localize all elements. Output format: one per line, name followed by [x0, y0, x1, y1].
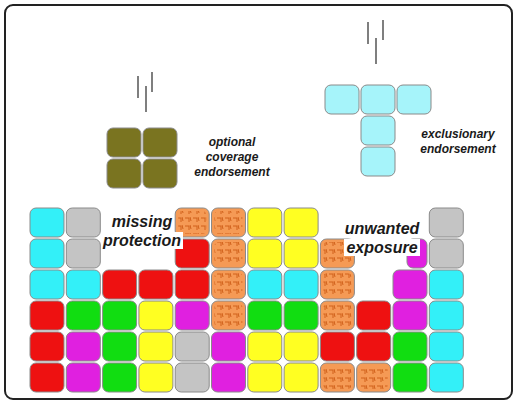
block-texture	[178, 211, 206, 234]
block	[248, 301, 282, 330]
label-text: unwanted exposure	[343, 220, 422, 256]
block	[361, 85, 395, 114]
block	[248, 332, 282, 361]
block	[175, 332, 209, 361]
block	[212, 301, 246, 330]
block	[248, 270, 282, 299]
optional-endorsement-label: optional coverage endorsement	[184, 135, 280, 180]
block	[103, 301, 137, 330]
block	[429, 239, 463, 268]
block	[139, 363, 173, 392]
block	[361, 147, 395, 176]
block-texture	[215, 242, 243, 265]
block	[361, 116, 395, 145]
block	[66, 363, 100, 392]
block	[143, 159, 177, 188]
block-texture	[215, 273, 243, 296]
frame	[5, 5, 512, 399]
block	[393, 332, 427, 361]
block	[357, 332, 391, 361]
block	[320, 301, 354, 330]
block	[175, 270, 209, 299]
unwanted-exposure-label: unwanted exposure	[334, 219, 430, 257]
block	[175, 301, 209, 330]
block	[397, 85, 431, 114]
block	[175, 363, 209, 392]
block	[30, 363, 64, 392]
block-texture	[323, 366, 351, 389]
exclusionary-endorsement-label: exclusionary endorsement	[408, 127, 508, 157]
block	[66, 270, 100, 299]
block	[248, 239, 282, 268]
block-texture	[215, 211, 243, 234]
block	[66, 239, 100, 268]
block	[30, 270, 64, 299]
block	[103, 332, 137, 361]
block	[30, 239, 64, 268]
block	[284, 363, 318, 392]
block-texture	[215, 304, 243, 327]
block	[284, 332, 318, 361]
block-texture	[323, 273, 351, 296]
block	[429, 332, 463, 361]
block	[248, 208, 282, 237]
block	[30, 332, 64, 361]
block	[284, 208, 318, 237]
block	[212, 270, 246, 299]
block	[66, 301, 100, 330]
block-grid	[30, 85, 463, 392]
block-texture	[323, 304, 351, 327]
block	[139, 332, 173, 361]
block	[30, 208, 64, 237]
block	[284, 239, 318, 268]
block	[212, 332, 246, 361]
block	[30, 301, 64, 330]
block	[143, 128, 177, 157]
block	[393, 270, 427, 299]
block	[139, 270, 173, 299]
block	[107, 159, 141, 188]
block	[212, 363, 246, 392]
block	[393, 301, 427, 330]
label-text: exclusionary endorsement	[418, 127, 497, 156]
block	[357, 363, 391, 392]
block	[107, 128, 141, 157]
block	[429, 208, 463, 237]
block	[429, 363, 463, 392]
missing-protection-label: missing protection	[96, 212, 188, 250]
block	[103, 363, 137, 392]
block	[248, 363, 282, 392]
block	[325, 85, 359, 114]
block	[429, 270, 463, 299]
block-texture	[360, 366, 388, 389]
block	[320, 270, 354, 299]
block	[66, 332, 100, 361]
block	[212, 208, 246, 237]
block	[357, 301, 391, 330]
block	[320, 332, 354, 361]
block	[139, 301, 173, 330]
motion-lines	[138, 20, 383, 112]
block	[66, 208, 100, 237]
label-text: optional coverage endorsement	[192, 135, 271, 179]
label-text: missing protection	[101, 213, 183, 249]
block	[284, 270, 318, 299]
block	[320, 363, 354, 392]
block	[212, 239, 246, 268]
block	[429, 301, 463, 330]
block	[393, 363, 427, 392]
block	[103, 270, 137, 299]
block	[284, 301, 318, 330]
